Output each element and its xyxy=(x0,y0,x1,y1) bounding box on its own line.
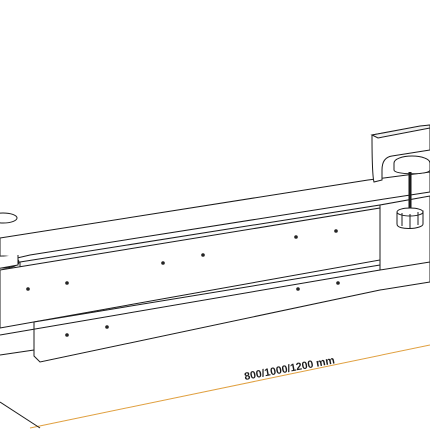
hole xyxy=(201,253,205,257)
dimension-line xyxy=(29,344,430,429)
hole xyxy=(296,287,300,291)
hole xyxy=(334,229,338,233)
dimension-label: 800/1000/1200 mm xyxy=(243,354,335,383)
hole xyxy=(161,261,165,265)
hole xyxy=(65,281,69,285)
mounting-holes xyxy=(26,229,340,337)
hole xyxy=(294,235,298,239)
right-desk-clamp xyxy=(370,124,430,229)
dimension-extension-left xyxy=(0,401,41,429)
width-dimension xyxy=(0,344,430,429)
tray-right-end xyxy=(379,195,430,271)
tray-body xyxy=(0,171,430,363)
hole xyxy=(336,281,340,285)
left-clamp xyxy=(0,212,20,269)
clamp-body xyxy=(371,124,430,183)
hole xyxy=(65,333,69,337)
hole xyxy=(105,325,109,329)
hole xyxy=(26,287,30,291)
